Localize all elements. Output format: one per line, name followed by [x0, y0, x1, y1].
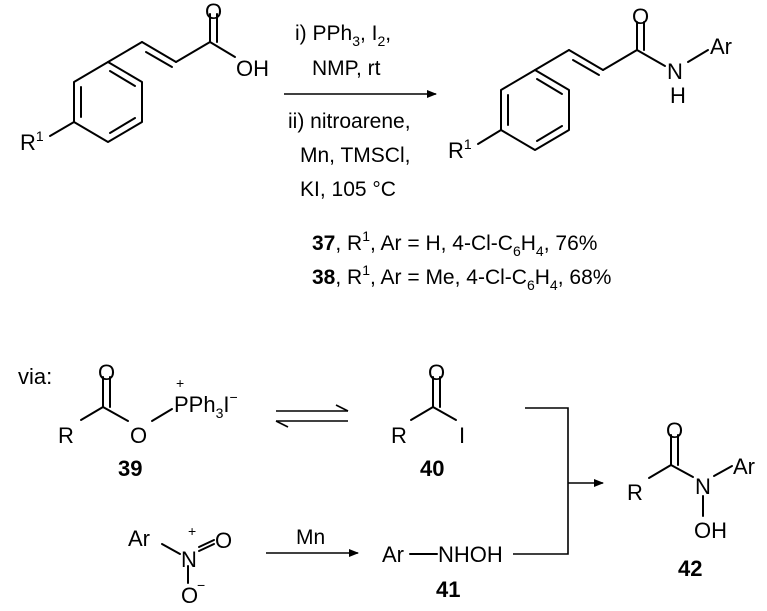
product-aryl: Ar — [710, 34, 732, 59]
nitro-o-right: O — [215, 528, 232, 553]
c41-nhoh: NHOH — [438, 542, 503, 567]
nitro-o-bottom: O — [181, 583, 198, 608]
condition-step2-line1: ii) nitroarene, — [288, 110, 411, 133]
c39-label: 39 — [118, 456, 142, 481]
nitroarene: Ar N + O O − — [128, 523, 232, 608]
nitro-plus: + — [188, 523, 196, 539]
results-list: 37, R1, Ar = H, 4-Cl-C6H4, 76% 38, R1, A… — [312, 228, 611, 293]
c42-hydroxyl: OH — [694, 518, 727, 543]
product-42: R O N Ar OH 42 — [627, 418, 755, 581]
sm-substituent-r: R1 — [20, 128, 44, 155]
c39-ester-o: O — [130, 423, 147, 448]
sm-hydroxyl: OH — [236, 56, 269, 81]
reaction-conditions: i) PPh3, I2, NMP, rt ii) nitroarene, Mn,… — [284, 22, 437, 201]
product-cinnamamide: O N H Ar R1 — [448, 4, 732, 163]
result-row-38: 38, R1, Ar = Me, 4-Cl-C6H4, 68% — [312, 262, 611, 293]
c42-label: 42 — [678, 556, 702, 581]
starting-material-cinnamic-acid: O OH R1 — [20, 0, 269, 155]
condition-step1-line1: i) PPh3, I2, — [295, 22, 391, 49]
intermediate-41: Ar NHOH 41 — [382, 542, 503, 602]
c41-label: 41 — [436, 577, 460, 602]
condition-step1-line2: NMP, rt — [312, 57, 381, 80]
convergence-bracket — [513, 407, 604, 555]
product-amide-h: H — [670, 83, 686, 108]
c42-n: N — [695, 474, 711, 499]
c40-iodide: I — [459, 423, 465, 448]
nitro-aryl: Ar — [128, 526, 150, 551]
condition-step2-line3: KI, 105 °C — [300, 178, 396, 201]
nitro-n: N — [181, 547, 197, 572]
intermediate-40: R O I 40 — [391, 360, 465, 481]
intermediate-39: R O O + PPh3I− 39 — [58, 360, 238, 481]
c41-aryl: Ar — [382, 542, 404, 567]
nitro-minus: − — [197, 577, 205, 593]
result-row-37: 37, R1, Ar = H, 4-Cl-C6H4, 76% — [312, 228, 597, 259]
c40-carbonyl-o: O — [428, 360, 445, 385]
condition-step2-line2: Mn, TMSCl, — [300, 144, 410, 167]
equilibrium-arrows — [275, 404, 349, 428]
c40-label: 40 — [420, 456, 444, 481]
c42-r: R — [627, 480, 643, 505]
sm-carbonyl-o: O — [205, 0, 222, 24]
product-substituent-r: R1 — [448, 136, 472, 163]
c39-plus: + — [176, 375, 184, 391]
mn-reagent: Mn — [296, 526, 325, 549]
c39-carbonyl-o: O — [98, 360, 115, 385]
mn-reduction: Mn — [266, 526, 359, 557]
c40-r: R — [391, 423, 407, 448]
c39-phosphonium: PPh3I− — [174, 389, 238, 421]
product-carbonyl-o: O — [632, 4, 649, 29]
product-amide-n: N — [667, 59, 683, 84]
via-label: via: — [18, 364, 52, 389]
c42-aryl: Ar — [733, 454, 755, 479]
c39-r: R — [58, 423, 74, 448]
c42-carbonyl-o: O — [666, 418, 683, 443]
